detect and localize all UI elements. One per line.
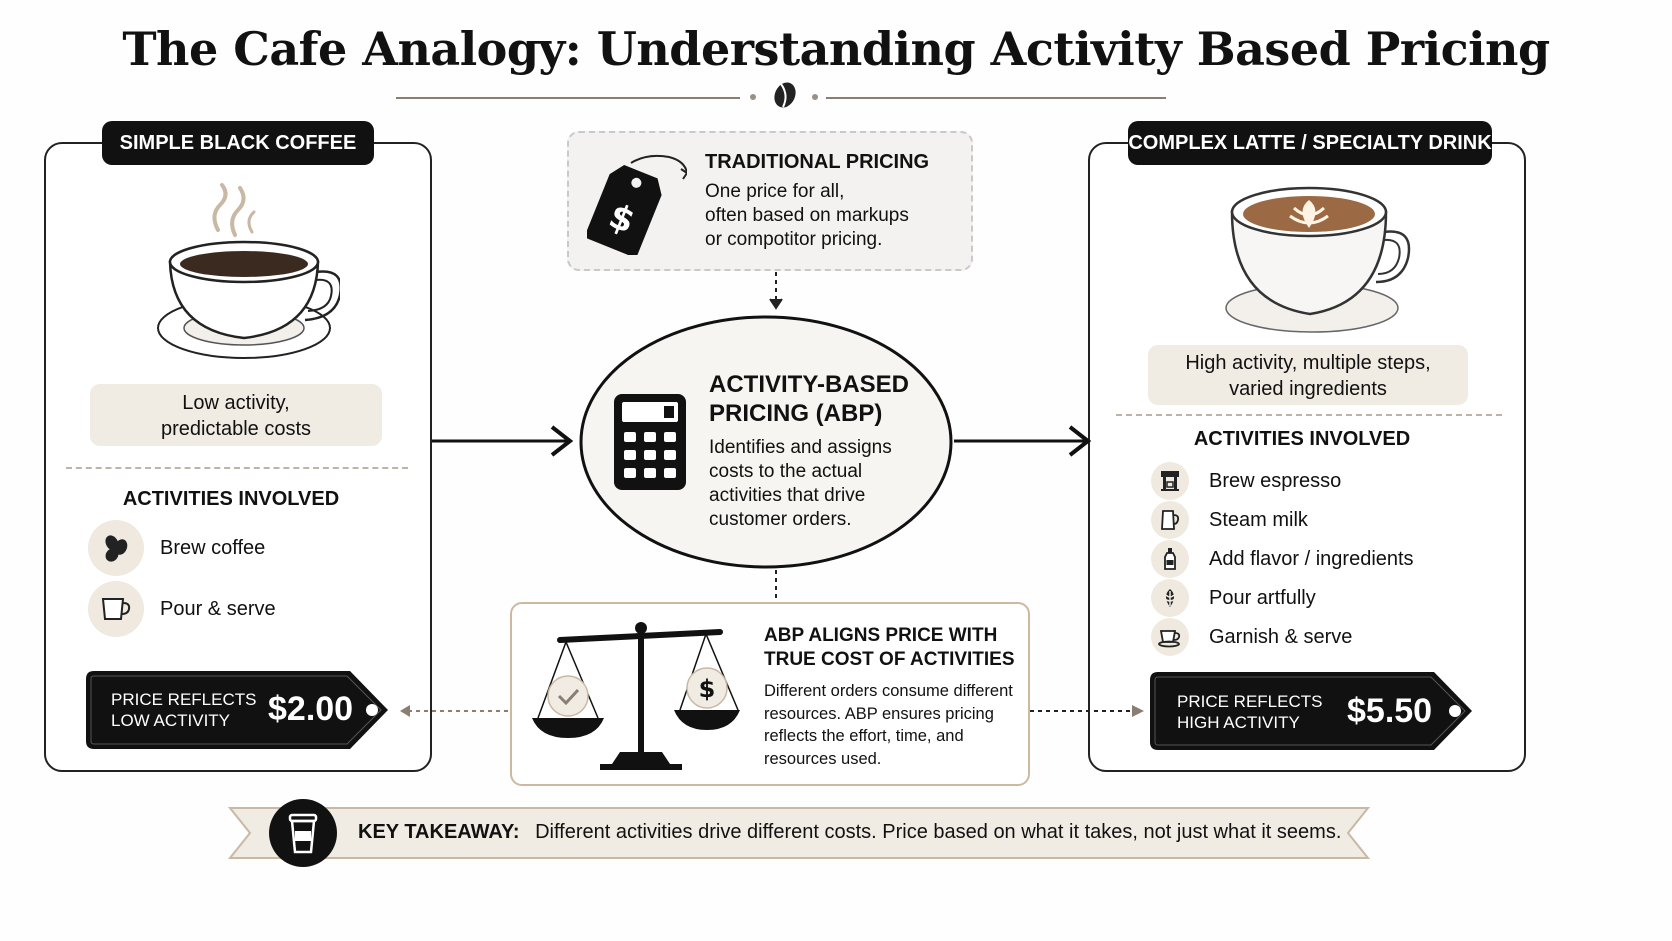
coffee-beans-icon xyxy=(88,520,144,576)
arrow-head xyxy=(1068,425,1092,457)
abp-aligns-heading: ABP ALIGNS PRICE WITH TRUE COST OF ACTIV… xyxy=(764,624,1015,672)
price-value: $5.50 xyxy=(1347,692,1433,730)
tag-line: LOW ACTIVITY xyxy=(111,711,231,730)
heading-line: TRUE COST OF ACTIVITIES xyxy=(764,649,1015,670)
abp-description: Identifies and assigns costs to the actu… xyxy=(709,436,892,532)
activities-heading: ACTIVITIES INVOLVED xyxy=(122,488,340,510)
activity-item: Garnish & serve xyxy=(1151,617,1352,657)
abp-heading-line: PRICING (ABP) xyxy=(709,400,883,427)
cup-icon xyxy=(88,581,144,637)
activity-label: Pour & serve xyxy=(160,597,276,620)
coffee-bean-icon xyxy=(770,80,800,110)
traditional-description: One price for all, often based on markup… xyxy=(705,180,909,252)
title-rule-dot xyxy=(750,94,756,100)
activity-item: Brew espresso xyxy=(1151,461,1341,501)
title-rule-right xyxy=(826,97,1166,99)
activity-label: Brew espresso xyxy=(1209,469,1342,492)
activity-item: Add flavor / ingredients xyxy=(1151,539,1414,579)
high-activity-price-tag: PRICE REFLECTS HIGH ACTIVITY $5.50 xyxy=(1150,672,1474,750)
specialty-drink-header: COMPLEX LATTE / SPECIALTY DRINK xyxy=(1128,121,1492,165)
desc-line: reflects the effort, time, and xyxy=(764,727,964,745)
desc-line: Different orders consume different xyxy=(764,682,1013,700)
desc-line: or compotitor pricing. xyxy=(705,229,883,250)
traditional-pricing-box: $ TRADITIONAL PRICING One price for all,… xyxy=(567,131,973,271)
arrow-head xyxy=(1132,705,1144,717)
tag-line: PRICE REFLECTS xyxy=(111,690,257,709)
desc-line: activities that drive xyxy=(709,485,866,506)
tag-caption: PRICE REFLECTS LOW ACTIVITY xyxy=(111,689,256,731)
abp-aligns-description: Different orders consume different resou… xyxy=(764,680,1013,770)
summary-line: predictable costs xyxy=(160,418,312,440)
specialty-drink-summary: High activity, multiple steps, varied in… xyxy=(1148,345,1468,405)
title-rule-dot xyxy=(812,94,818,100)
divider xyxy=(66,467,408,469)
abp-aligns-box: $ ABP ALIGNS PRICE WITH TRUE COST OF ACT… xyxy=(510,602,1030,786)
milk-pitcher-icon xyxy=(1151,501,1189,539)
key-takeaway-ribbon: KEY TAKEAWAY: Different activities drive… xyxy=(228,806,1370,860)
desc-line: often based on markups xyxy=(705,205,909,226)
activities-heading: ACTIVITIES INVOLVED xyxy=(1193,428,1411,450)
divider xyxy=(1116,414,1502,416)
latte-art-icon xyxy=(1151,579,1189,617)
activity-item: Pour artfully xyxy=(1151,578,1316,618)
low-activity-price-tag: PRICE REFLECTS LOW ACTIVITY $2.00 xyxy=(86,671,390,749)
takeaway-text: Different activities drive different cos… xyxy=(535,821,1342,843)
activity-item: Steam milk xyxy=(1151,500,1308,540)
traditional-heading: TRADITIONAL PRICING xyxy=(705,151,930,173)
simple-coffee-summary: Low activity, predictable costs xyxy=(90,384,382,446)
arrow-head xyxy=(400,705,410,717)
page-title: The Cafe Analogy: Understanding Activity… xyxy=(122,22,1550,76)
title-rule-left xyxy=(396,97,740,99)
activity-label: Steam milk xyxy=(1209,508,1308,531)
abp-heading-line: ACTIVITY-BASED xyxy=(709,371,910,398)
black-coffee-cup-icon xyxy=(140,180,342,370)
desc-line: resources. ABP ensures pricing xyxy=(764,704,994,723)
price-value: $2.00 xyxy=(268,690,354,728)
summary-line: Low activity, xyxy=(182,392,290,414)
arrow-head xyxy=(769,298,783,310)
abp-heading: ACTIVITY-BASED PRICING (ABP) xyxy=(709,370,909,428)
calculator-icon xyxy=(612,392,688,492)
tag-line: HIGH ACTIVITY xyxy=(1177,713,1300,732)
takeaway-cup-icon xyxy=(268,798,338,868)
espresso-machine-icon xyxy=(1151,462,1189,500)
cup-saucer-icon xyxy=(1151,618,1189,656)
tag-caption: PRICE REFLECTS HIGH ACTIVITY xyxy=(1177,691,1322,733)
arrow-head xyxy=(550,425,574,457)
activity-label: Pour artfully xyxy=(1209,586,1316,609)
takeaway-label: KEY TAKEAWAY: xyxy=(358,821,520,843)
summary-line: High activity, multiple steps, xyxy=(1185,352,1431,374)
abp-ellipse: ACTIVITY-BASED PRICING (ABP) Identifies … xyxy=(578,314,954,570)
syrup-bottle-icon xyxy=(1151,540,1189,578)
activity-label: Garnish & serve xyxy=(1209,625,1353,648)
desc-line: resources used. xyxy=(764,749,882,768)
activity-label: Add flavor / ingredients xyxy=(1209,547,1414,570)
activity-item: Brew coffee xyxy=(88,520,265,576)
price-tag-icon: $ xyxy=(584,151,688,259)
takeaway-content: KEY TAKEAWAY: Different activities drive… xyxy=(358,821,1341,844)
simple-coffee-header: SIMPLE BLACK COFFEE xyxy=(102,121,374,165)
desc-line: costs to the actual xyxy=(709,461,863,482)
activity-item: Pour & serve xyxy=(88,581,276,637)
tag-line: PRICE REFLECTS xyxy=(1177,692,1323,711)
desc-line: One price for all, xyxy=(705,181,845,202)
desc-line: customer orders. xyxy=(709,509,852,530)
summary-line: varied ingredients xyxy=(1229,378,1387,400)
desc-line: Identifies and assigns xyxy=(709,437,892,458)
balance-scale-icon: $ xyxy=(530,614,740,774)
svg-text:$: $ xyxy=(699,675,716,703)
heading-line: ABP ALIGNS PRICE WITH xyxy=(764,625,998,646)
latte-cup-icon xyxy=(1218,182,1418,334)
activity-label: Brew coffee xyxy=(160,536,266,559)
